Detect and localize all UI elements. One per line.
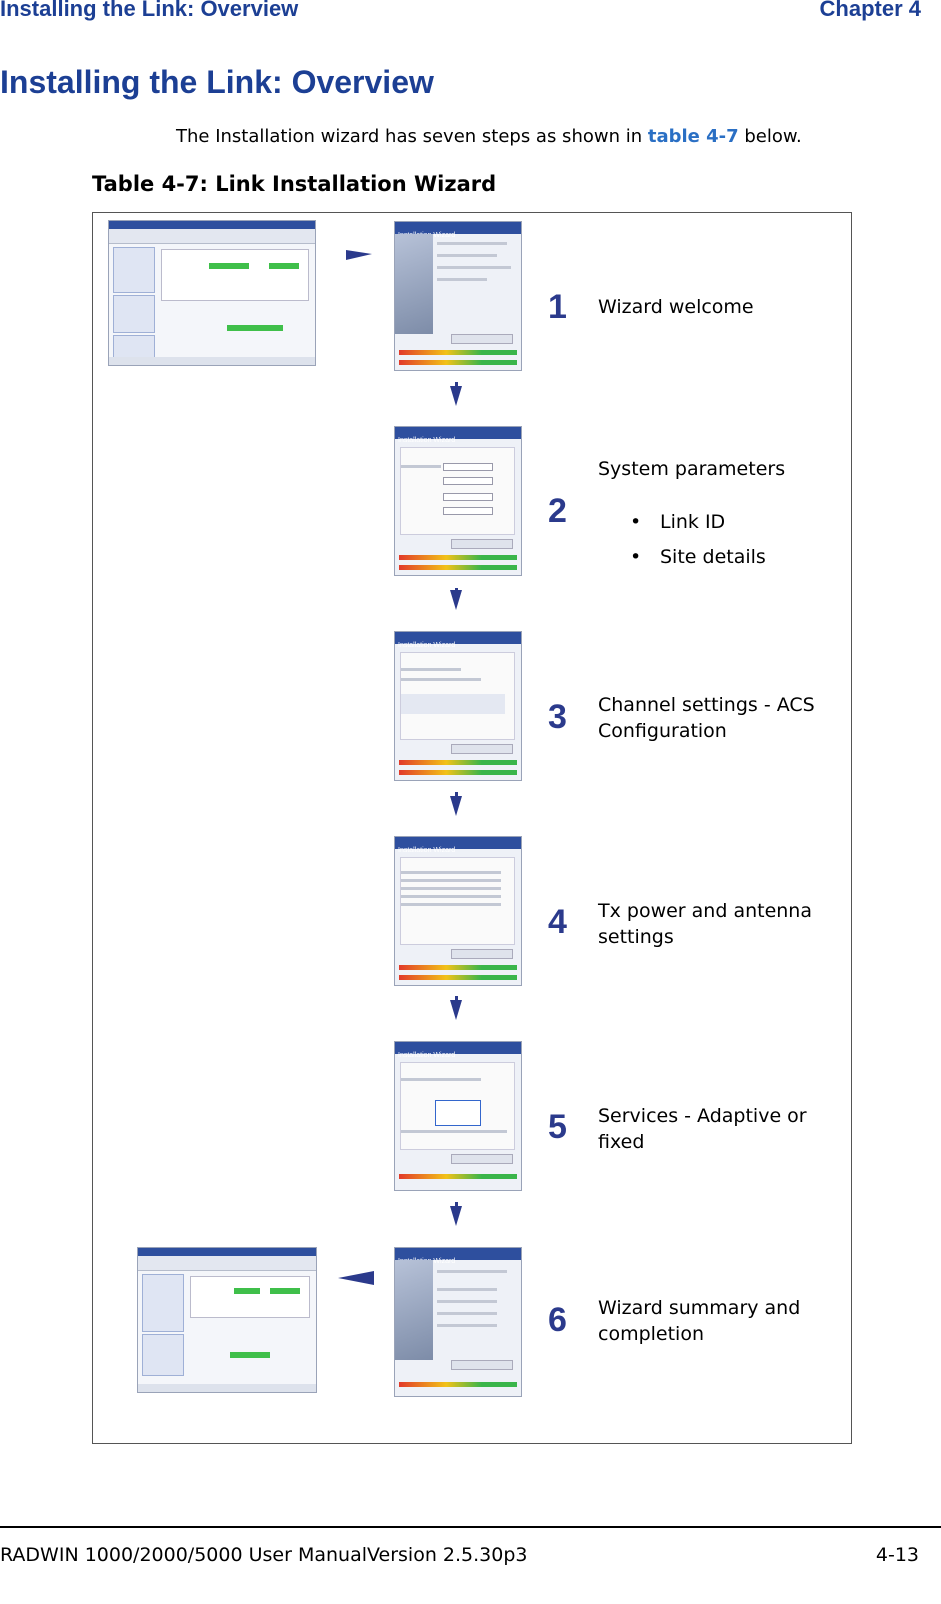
step-number: 6 bbox=[548, 1301, 567, 1339]
intro-text-before: The Installation wizard has seven steps … bbox=[176, 126, 648, 147]
wizard-channel-settings-screenshot: Installation Wizard bbox=[394, 631, 522, 781]
step-label: Services - Adaptive or fixed bbox=[598, 1105, 807, 1153]
footer-page-number: 4-13 bbox=[875, 1544, 919, 1566]
step-number: 4 bbox=[548, 903, 567, 941]
wizard-steps-table bbox=[92, 212, 852, 1444]
step-number: 3 bbox=[548, 698, 567, 736]
step-label: Wizard welcome bbox=[598, 296, 754, 318]
wizard-window-title: Installation Wizard bbox=[398, 1052, 456, 1059]
wizard-tx-power-screenshot: Installation Wizard bbox=[394, 836, 522, 986]
wizard-welcome-screenshot: Installation Wizard bbox=[394, 221, 522, 371]
manager-screenshot-after bbox=[137, 1247, 317, 1393]
intro-paragraph: The Installation wizard has seven steps … bbox=[176, 126, 802, 147]
step-number: 5 bbox=[548, 1108, 567, 1146]
footer-divider bbox=[0, 1526, 941, 1528]
wizard-system-parameters-screenshot: Installation Wizard bbox=[394, 426, 522, 576]
step-bullet: •Link ID bbox=[630, 511, 726, 533]
wizard-window-title: Installation Wizard bbox=[398, 847, 456, 854]
wizard-window-title: Installation Wizard bbox=[398, 437, 456, 444]
intro-text-after: below. bbox=[738, 126, 802, 147]
manager-screenshot-before bbox=[108, 220, 316, 366]
wizard-window-title: Installation Wizard bbox=[398, 642, 456, 649]
step-label: System parameters bbox=[598, 458, 786, 480]
table-caption: Table 4-7: Link Installation Wizard bbox=[92, 172, 497, 196]
arrow-right-icon bbox=[346, 250, 372, 260]
page-title: Installing the Link: Overview bbox=[0, 64, 434, 100]
footer-manual-version: RADWIN 1000/2000/5000 User ManualVersion… bbox=[0, 1544, 528, 1566]
step-label: Channel settings - ACS Configuration bbox=[598, 694, 815, 742]
step-number: 2 bbox=[548, 492, 567, 530]
running-header-chapter: Chapter 4 bbox=[819, 0, 921, 21]
step-label: Tx power and antenna settings bbox=[598, 900, 812, 948]
step-label: Wizard summary and completion bbox=[598, 1297, 801, 1345]
bullet-text: Link ID bbox=[660, 511, 726, 533]
step-bullet: •Site details bbox=[630, 546, 766, 568]
step-number: 1 bbox=[548, 288, 567, 326]
table-reference-link[interactable]: table 4-7 bbox=[647, 126, 739, 147]
running-header-title: Installing the Link: Overview bbox=[0, 0, 299, 21]
bullet-text: Site details bbox=[660, 546, 766, 568]
wizard-summary-screenshot: Installation Wizard bbox=[394, 1247, 522, 1397]
arrow-left-icon bbox=[338, 1271, 374, 1285]
wizard-services-screenshot: Installation Wizard bbox=[394, 1041, 522, 1191]
